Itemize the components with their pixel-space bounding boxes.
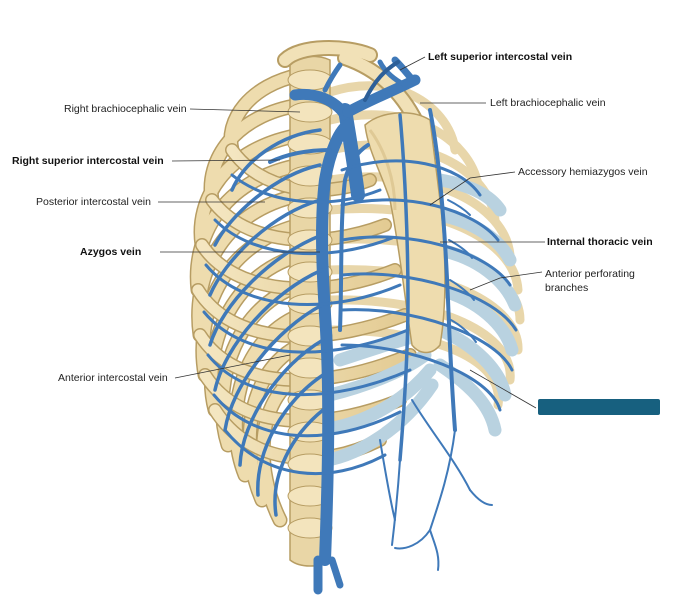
left-superior-intercostal — [363, 60, 400, 102]
label-anterior-intercostal-vein: Anterior intercostal vein — [58, 372, 168, 384]
label-right-superior-intercostal-vein: Right superior intercostal vein — [12, 155, 164, 167]
azygos — [316, 119, 354, 566]
internal-thoracic — [428, 108, 457, 432]
label-azygos-vein: Azygos vein — [80, 246, 142, 258]
label-left-superior-intercostal-vein: Left superior intercostal vein — [428, 51, 573, 63]
leader-lines — [158, 56, 545, 409]
label-posterior-intercostal-vein: Posterior intercostal vein — [36, 196, 151, 208]
label-anterior-perforating-branches-line2: branches — [545, 282, 589, 294]
left-brachiocephalic — [342, 74, 421, 118]
right-brachiocephalic — [289, 88, 351, 121]
label-anterior-perforating-branches-line1: Anterior perforating — [545, 268, 635, 280]
accessory-hemiazygos — [338, 143, 370, 332]
label-accessory-hemiazygos-vein: Accessory hemiazygos vein — [518, 166, 648, 178]
veins — [202, 56, 518, 595]
label-right-brachiocephalic-vein: Right brachiocephalic vein — [64, 103, 187, 115]
hidden-label-box — [538, 399, 660, 415]
label-internal-thoracic-vein: Internal thoracic vein — [547, 236, 653, 248]
label-left-brachiocephalic-vein: Left brachiocephalic vein — [490, 97, 606, 109]
